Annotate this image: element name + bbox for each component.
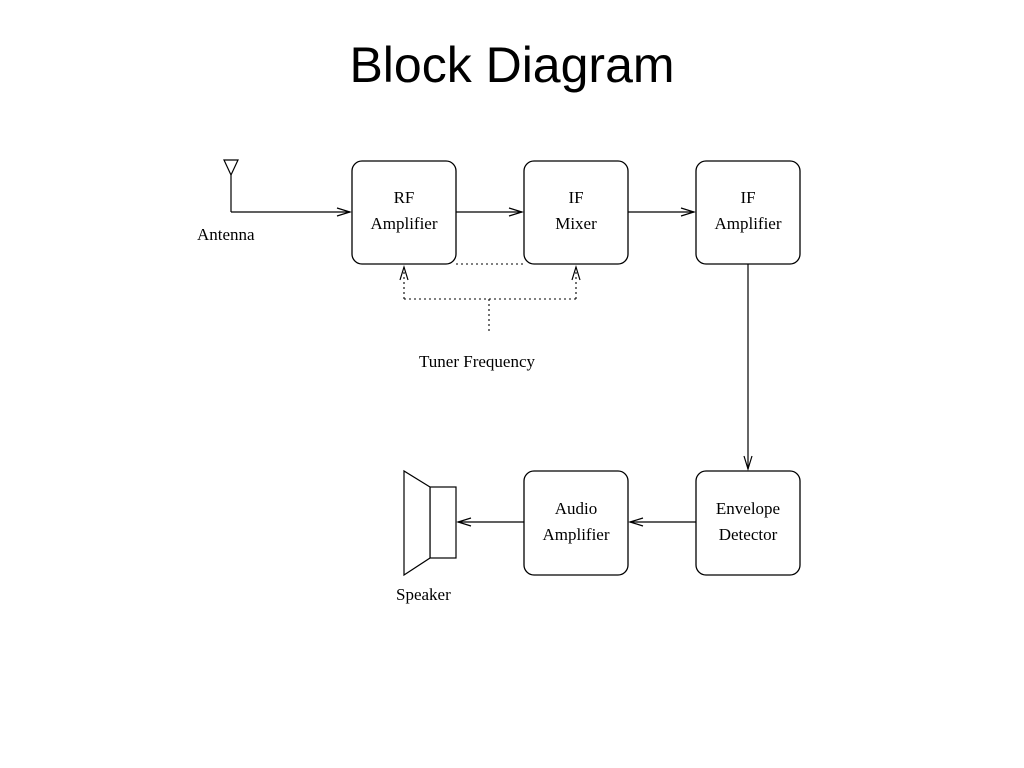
audio-amplifier-block: Audio Amplifier xyxy=(523,470,629,576)
if-amplifier-line2: Amplifier xyxy=(714,214,781,233)
audio-amplifier-line2: Amplifier xyxy=(542,525,609,544)
detector-to-audio-arrow xyxy=(627,517,696,527)
rf-to-mixer-arrow xyxy=(456,207,525,217)
tuner-control-lines xyxy=(399,263,581,332)
if-amplifier-line1: IF xyxy=(740,188,755,207)
antenna-icon xyxy=(223,159,239,212)
rf-amplifier-line1: RF xyxy=(394,188,415,207)
antenna-label: Antenna xyxy=(197,225,255,244)
if-mixer-block: IF Mixer xyxy=(523,160,629,265)
tuner-frequency-label: Tuner Frequency xyxy=(419,352,535,371)
rf-amplifier-line2: Amplifier xyxy=(370,214,437,233)
envelope-detector-line2: Detector xyxy=(719,525,778,544)
audio-amplifier-line1: Audio xyxy=(555,499,598,518)
audio-to-speaker-arrow xyxy=(455,517,524,527)
rf-amplifier-block: RF Amplifier xyxy=(351,160,457,265)
slide-title: Block Diagram xyxy=(349,37,675,93)
envelope-detector-block: Envelope Detector xyxy=(695,470,801,576)
speaker-icon xyxy=(403,469,457,577)
mixer-to-if-amp-arrow xyxy=(628,207,697,217)
speaker-label: Speaker xyxy=(396,585,451,604)
antenna-to-rf-arrow xyxy=(231,207,353,217)
if-mixer-line1: IF xyxy=(568,188,583,207)
envelope-detector-line1: Envelope xyxy=(716,499,780,518)
if-mixer-line2: Mixer xyxy=(555,214,597,233)
if-amplifier-block: IF Amplifier xyxy=(695,160,801,265)
if-amp-to-detector-arrow xyxy=(743,264,753,472)
